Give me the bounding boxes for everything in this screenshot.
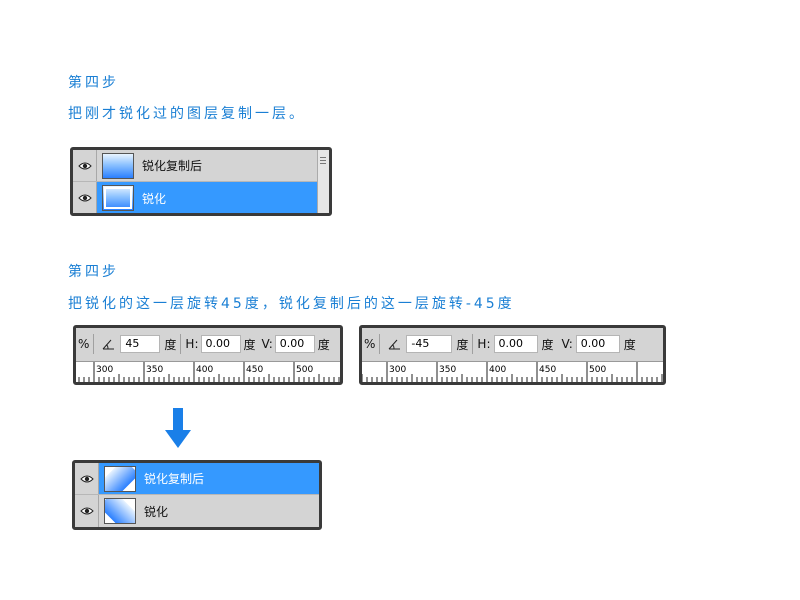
eye-icon [79,507,94,515]
layer-name: 锐化复制后 [144,472,205,486]
v-skew-input[interactable]: 0.00 [575,335,620,353]
percent-fragment: % [78,337,90,351]
arrow-down-icon [165,408,191,448]
v-skew-label: V: [561,337,573,351]
layer-name: 锐化 [144,504,169,519]
visibility-toggle[interactable] [75,495,99,527]
transform-options-45: % 45 度 H: 0.00 度 V: 0.00 度 300 350 400 450 5… [73,325,343,385]
h-skew-label: H: [185,337,199,351]
h-skew-unit: 度 [243,337,256,352]
angle-unit: 度 [456,337,469,352]
rotation-angle-input[interactable]: 45 [120,335,161,353]
step2-description: 把锐化的这一层旋转45度，锐化复制后的这一层旋转-45度 [68,296,515,312]
v-skew-unit: 度 [623,337,636,352]
ruler-label: 300 [96,365,113,375]
ruler-label: 500 [296,365,313,375]
layer-name: 锐化复制后 [142,159,203,173]
v-skew-input[interactable]: 0.00 [274,335,315,353]
h-skew-label: H: [477,337,491,351]
layer-row-sharpen-copy[interactable]: 锐化复制后 [75,463,319,495]
layer-thumbnail [102,185,134,211]
ruler-label: 450 [539,365,556,375]
h-skew-input[interactable]: 0.00 [493,335,538,353]
angle-unit: 度 [164,337,177,352]
ruler-label: 400 [196,365,213,375]
angle-icon [389,339,401,350]
horizontal-ruler: 300 350 400 450 500 [76,361,340,382]
layers-scrollbar[interactable] [317,150,329,213]
layer-thumbnail [104,498,136,524]
layers-panel-after: 锐化复制后 锐化 [72,460,322,530]
percent-fragment: % [364,337,376,351]
ruler-label: 500 [589,365,606,375]
horizontal-ruler: 300 350 400 450 500 [362,361,663,382]
visibility-toggle[interactable] [73,182,97,213]
visibility-toggle[interactable] [75,463,99,494]
rotation-angle-input[interactable]: -45 [406,335,453,353]
visibility-toggle[interactable] [73,150,97,181]
layer-row-sharpen[interactable]: 锐化 [73,182,319,213]
eye-icon [79,475,94,482]
angle-icon [103,339,115,350]
v-skew-label: V: [261,337,273,351]
step2-title: 第四步 [68,264,119,280]
layer-row-sharpen[interactable]: 锐化 [75,495,319,527]
layers-panel-before: 锐化复制后 锐化 [70,147,332,216]
h-skew-unit: 度 [541,337,554,352]
layer-thumbnail [104,465,136,492]
layer-name: 锐化 [142,191,167,206]
eye-icon [77,194,92,202]
transform-options-minus45: % -45 度 H: 0.00 度 V: 0.00 度 300 350 400 450… [359,325,666,385]
ruler-label: 400 [489,365,506,375]
layer-thumbnail [102,152,134,179]
layer-row-sharpen-copy[interactable]: 锐化复制后 [73,150,319,182]
ruler-label: 300 [389,365,406,375]
h-skew-input[interactable]: 0.00 [200,335,241,353]
ruler-label: 450 [246,365,263,375]
v-skew-unit: 度 [317,337,330,352]
step1-title: 第四步 [68,75,119,91]
ruler-label: 350 [146,365,163,375]
eye-icon [77,162,92,169]
ruler-label: 350 [439,365,456,375]
step1-description: 把刚才锐化过的图层复制一层。 [68,106,306,122]
